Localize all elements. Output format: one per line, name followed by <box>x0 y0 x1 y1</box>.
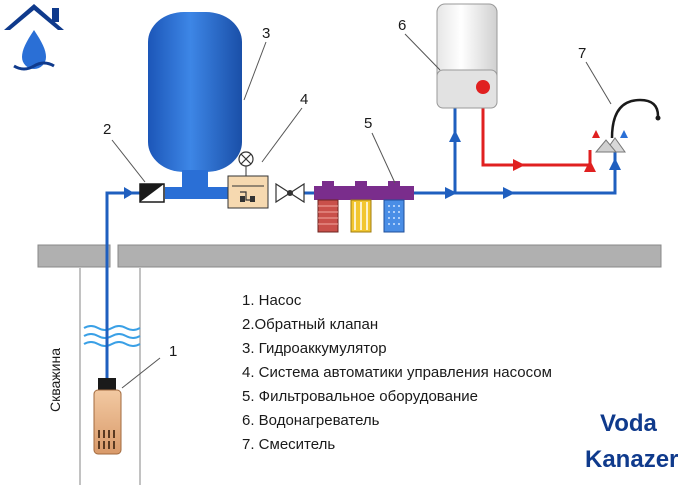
filter-cartridge-1 <box>317 181 339 233</box>
callout-numbers: 1 2 3 4 5 6 7 <box>103 17 586 360</box>
hot-water-line <box>481 108 592 167</box>
callout-5: 5 <box>364 115 372 132</box>
logo-text-kanazer: Kanazer <box>585 446 679 473</box>
callout-leaders <box>111 33 612 389</box>
water-level-waves <box>83 325 141 347</box>
water-heater <box>436 3 498 109</box>
legend-item-filters: 5. Фильтровальное оборудование <box>242 388 478 405</box>
submersible-pump <box>93 378 122 455</box>
logo-text-voda: Voda <box>600 410 657 437</box>
flow-arrows <box>124 130 621 199</box>
callout-7: 7 <box>578 45 586 62</box>
callout-1: 1 <box>169 343 177 360</box>
callout-6: 6 <box>398 17 406 34</box>
legend-item-mixer: 7. Смеситель <box>242 436 336 453</box>
legend-item-accumulator: 3. Гидроаккумулятор <box>242 340 387 357</box>
legend-item-pump: 1. Насос <box>242 292 302 309</box>
house-drop-icon <box>4 4 64 71</box>
legend-item-automation: 4. Система автоматики управления насосом <box>242 364 552 381</box>
ground-strip <box>37 244 662 268</box>
filter-cartridge-2 <box>350 181 372 233</box>
pump-control-unit <box>227 151 269 209</box>
supply-pipe-thick <box>165 187 239 199</box>
callout-2: 2 <box>103 121 111 138</box>
well-label: Скважина <box>47 347 63 413</box>
legend-item-heater: 6. Водонагреватель <box>242 412 380 429</box>
callout-3: 3 <box>262 25 270 42</box>
brand-logo[interactable] <box>0 0 178 78</box>
check-valve <box>139 183 165 203</box>
filter-equipment <box>314 181 414 233</box>
mixer-faucet <box>592 98 661 153</box>
legend-item-check-valve: 2.Обратный клапан <box>242 316 379 333</box>
filter-cartridge-3 <box>383 181 405 233</box>
well-shaft <box>79 268 141 485</box>
callout-4: 4 <box>300 91 308 108</box>
legend-list: 1. Насос 2.Обратный клапан 3. Гидроаккум… <box>242 289 552 457</box>
shutoff-valve <box>275 182 305 204</box>
hydraulic-accumulator <box>148 12 242 187</box>
